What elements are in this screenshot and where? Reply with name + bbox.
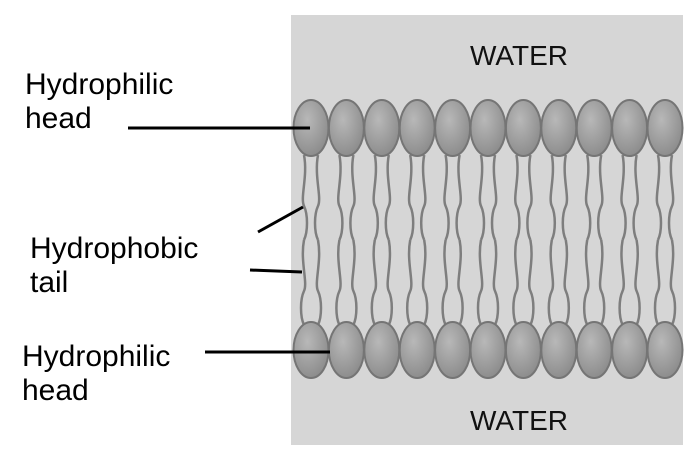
lipid-tail [582,239,590,326]
label-line-2: tail [30,266,69,299]
lipid-tail [655,154,663,241]
lipid-tail [618,239,625,326]
lipid-tail [547,239,555,326]
lipid-tail [549,154,557,241]
lipid-tail [299,239,307,326]
lipid-tail [490,154,498,241]
lipid-tail [384,154,392,241]
hydrophobic-tails [299,154,677,326]
lipid-head-bottom [398,321,436,379]
hydrophilic-heads [292,99,684,379]
lipid-head-top [611,99,649,157]
lipid-tail [457,239,464,326]
lipid-tail [386,239,394,326]
lipid-head-top [504,99,542,157]
lipid-tail [596,154,604,241]
pointer-line-tail-lower [249,268,303,274]
lipid-head-bottom [504,321,542,379]
lipid-tail [351,239,358,326]
lipid-tail [349,154,356,241]
lipid-head-bottom [611,321,649,379]
water-label-top: WATER [470,40,568,71]
label-line-1: Hydrophobic [30,232,199,265]
pointer-line-tail-upper [257,205,304,234]
lipid-head-top [469,99,507,157]
label-hydrophilic-head-bottom: Hydrophilic head [22,340,170,408]
lipid-tail [563,239,571,326]
lipid-tail [492,239,500,326]
lipid-tail [667,154,675,241]
lipid-tail [315,239,323,326]
lipid-head-bottom [469,321,507,379]
lipid-tail [476,239,484,326]
lipid-tail [313,154,321,241]
lipid-tail [584,154,592,241]
label-line-1: Hydrophilic [25,68,174,101]
lipid-head-top [363,99,401,157]
label-hydrophobic-tail: Hydrophobic tail [30,232,198,300]
lipid-head-top [646,99,684,157]
lipid-head-bottom [646,321,684,379]
lipid-tail [669,239,677,326]
lipid-tail [407,154,415,241]
lipid-head-top [398,99,436,157]
lipid-head-bottom [327,321,365,379]
lipid-tail [372,154,380,241]
label-hydrophilic-head-top: Hydrophilic head [25,68,173,136]
lipid-head-bottom [575,321,613,379]
label-line-2: head [25,102,92,135]
lipid-tail [528,239,535,326]
lipid-tail [419,154,427,241]
lipid-head-bottom [540,321,578,379]
lipid-head-top [327,99,365,157]
lipid-tail [512,239,519,326]
lipid-tail [335,239,342,326]
lipid-tail [405,239,413,326]
lipid-tail [620,154,627,241]
lipid-tail [443,154,450,241]
lipid-tail [455,154,462,241]
water-label-bottom: WATER [470,405,568,436]
label-line-1: Hydrophilic [22,340,171,373]
lipid-tail [561,154,569,241]
lipid-tail [337,154,344,241]
lipid-tail [421,239,429,326]
lipid-head-top [540,99,578,157]
lipid-tail [598,239,606,326]
lipid-head-top [434,99,472,157]
lipid-head-bottom [434,321,472,379]
lipid-tail [653,239,661,326]
lipid-tail [478,154,486,241]
lipid-tail [526,154,533,241]
lipid-tail [632,154,639,241]
lipid-tail [370,239,378,326]
lipid-head-top [575,99,613,157]
lipid-tail [301,154,309,241]
label-line-2: head [22,374,89,407]
lipid-tail [634,239,641,326]
lipid-tail [441,239,448,326]
lipid-head-bottom [363,321,401,379]
lipid-head-bottom [292,321,330,379]
lipid-tail [514,154,521,241]
